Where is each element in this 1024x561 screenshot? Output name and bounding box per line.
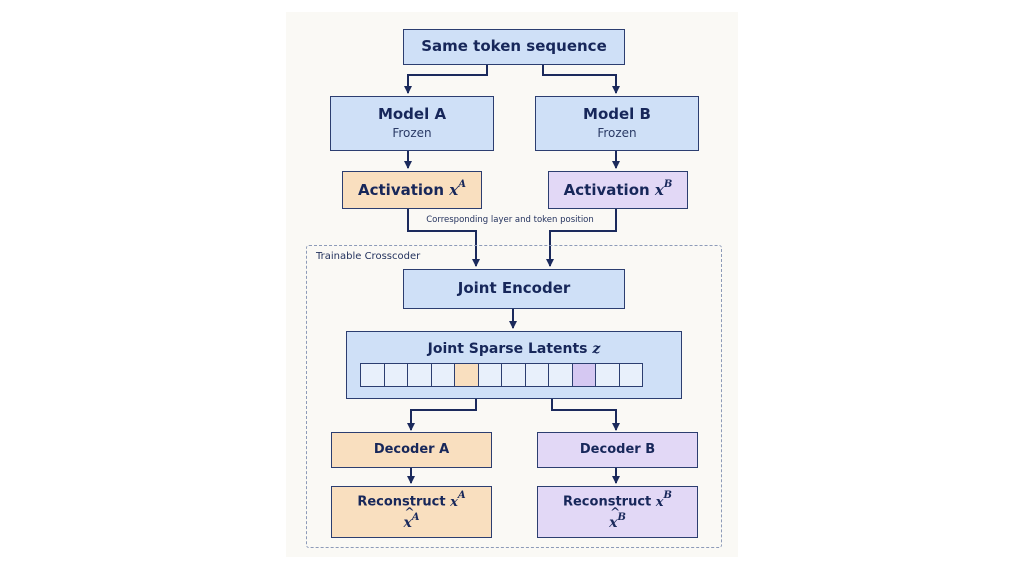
reconstruct-b-box: Reconstruct xB xB: [537, 486, 698, 538]
model-b-sub: Frozen: [597, 126, 637, 141]
token-sequence-label: Same token sequence: [421, 37, 607, 56]
latent-cell: [383, 363, 408, 387]
crosscoder-label: Trainable Crosscoder: [316, 251, 421, 262]
model-b-box: Model B Frozen: [535, 96, 699, 151]
sparse-latents-label: Joint Sparse Latents z: [427, 341, 601, 357]
model-a-sub: Frozen: [392, 126, 432, 141]
arrow-latents-to-decoder-a: [407, 397, 477, 431]
reconstruct-b-label: Reconstruct xB: [562, 490, 672, 510]
arrow-seq-to-model-a: [404, 64, 488, 94]
decoder-b-label: Decoder B: [579, 441, 656, 457]
decoder-b-box: Decoder B: [537, 432, 698, 468]
correspondence-annotation: Corresponding layer and token position: [426, 215, 594, 225]
crosscoder-frame: [306, 245, 722, 548]
decoder-a-box: Decoder A: [331, 432, 492, 468]
arrow-act-a-to-encoder: [407, 208, 480, 267]
joint-encoder-label: Joint Encoder: [457, 279, 571, 298]
latent-cell-active-b: [571, 363, 596, 387]
latent-cell: [407, 363, 432, 387]
reconstruct-a-hat: xA: [403, 506, 419, 532]
latent-cell: [548, 363, 573, 387]
reconstruct-a-box: Reconstruct xA xA: [331, 486, 492, 538]
latent-cell: [477, 363, 502, 387]
latent-cell: [524, 363, 549, 387]
activation-a-label: Activation xA: [358, 178, 466, 199]
latent-cell: [501, 363, 526, 387]
activation-b-box: Activation xB: [548, 171, 688, 209]
arrow-act-b-to-encoder: [546, 208, 617, 267]
reconstruct-a-label: Reconstruct xA: [357, 490, 466, 510]
latent-cell: [360, 363, 385, 387]
latent-cell: [430, 363, 455, 387]
latent-cell: [618, 363, 643, 387]
model-a-title: Model A: [377, 104, 447, 123]
latent-cell: [595, 363, 620, 387]
arrow-seq-to-model-b: [542, 64, 620, 94]
decoder-a-label: Decoder A: [373, 441, 450, 457]
arrow-latents-to-decoder-b: [551, 397, 620, 431]
joint-encoder-box: Joint Encoder: [403, 269, 625, 309]
activation-a-box: Activation xA: [342, 171, 482, 209]
latent-cell-active-a: [454, 363, 479, 387]
token-sequence-box: Same token sequence: [403, 29, 625, 65]
reconstruct-b-hat: xB: [609, 506, 626, 532]
activation-b-label: Activation xB: [563, 178, 673, 199]
model-b-title: Model B: [583, 104, 651, 123]
latent-cells: [360, 363, 643, 387]
model-a-box: Model A Frozen: [330, 96, 494, 151]
